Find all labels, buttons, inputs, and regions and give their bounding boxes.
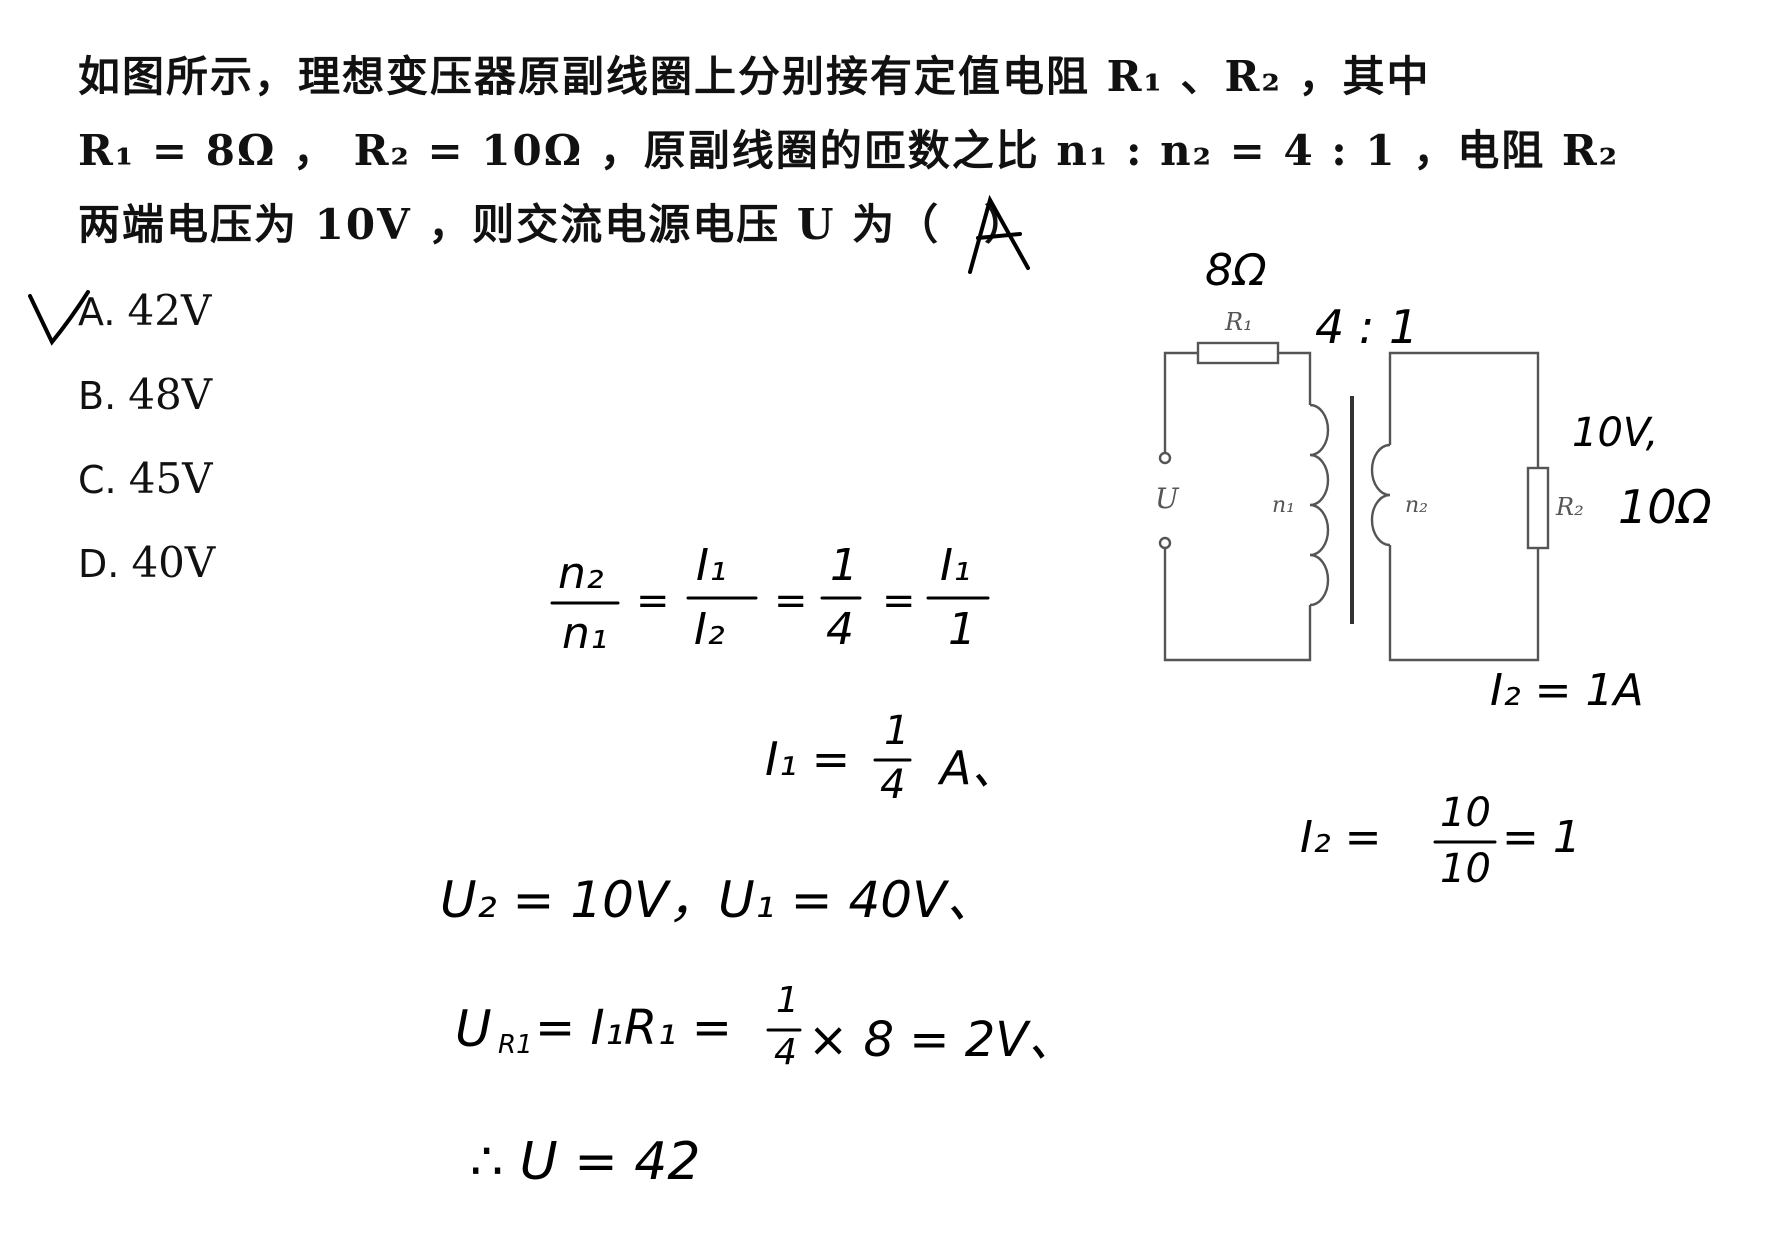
n2-label: n₂: [1405, 493, 1428, 518]
hw-eq: =: [774, 578, 808, 624]
question-line-2: R₁ = 8Ω ， R₂ = 10Ω ，原副线圈的匝数之比 n₁ : n₂ = …: [78, 126, 1620, 175]
hw-I1: I₁: [696, 540, 727, 591]
option-value: 42V: [127, 286, 212, 335]
r1-label: R₁: [1224, 308, 1253, 336]
hw-n2: n₂: [558, 548, 604, 599]
option-d[interactable]: D. 40V: [78, 538, 216, 587]
hw-eq: =: [882, 578, 916, 624]
option-letter: D: [78, 542, 108, 586]
resistor-r2: [1526, 466, 1550, 550]
hw-ur1-tail: × 8 = 2V、: [808, 1012, 1077, 1068]
hw-ur1-mid: = I₁R₁ =: [535, 1000, 732, 1056]
hw-i1-line: I₁ =: [765, 732, 851, 786]
option-letter: B: [78, 374, 105, 418]
question-line-3: 两端电压为 10V ，则交流电源电压 U 为（ ）: [78, 200, 1029, 249]
r2-label: R₂: [1555, 493, 1584, 521]
primary-coil: [1309, 403, 1330, 607]
hw-r2-value: 10Ω: [1618, 480, 1712, 534]
hw-current-i2: I₂ = 1A: [1490, 665, 1644, 716]
hw-i2-result: = 1: [1502, 812, 1581, 863]
hw-ratio: 4 : 1: [1315, 300, 1419, 354]
hw-r1-value: 8Ω: [1205, 245, 1267, 296]
terminal-bottom: [1158, 536, 1172, 550]
hw-eq: =: [636, 578, 670, 624]
hw-r2-voltage: 10V,: [1572, 410, 1659, 456]
resistor-r1: [1196, 341, 1280, 365]
option-value: 45V: [128, 454, 213, 503]
option-letter: C: [78, 458, 105, 502]
hw-ur1-num: 1: [776, 980, 799, 1021]
secondary-coil: [1370, 443, 1391, 547]
option-b[interactable]: B. 48V: [78, 370, 213, 419]
hw-ur1-u: U: [455, 1000, 492, 1058]
hw-i1-num: 1: [884, 708, 910, 754]
hw-i1-unit: A、: [940, 741, 1018, 795]
answer-letter-a-stroke: [968, 194, 1030, 274]
hw-n1: n₁: [562, 608, 608, 659]
terminal-top: [1158, 451, 1172, 465]
hw-i2-den: 10: [1440, 846, 1491, 892]
hw-I2: I₂: [694, 604, 725, 655]
hw-ur1-den: 4: [774, 1032, 797, 1073]
fraction-bars: [550, 596, 1497, 1032]
option-value: 48V: [128, 370, 213, 419]
question-line-1: 如图所示，理想变压器原副线圈上分别接有定值电阻 R₁ 、R₂ ，其中: [78, 52, 1431, 101]
hw-one: 1: [830, 540, 858, 591]
u-label: U: [1155, 482, 1180, 515]
circuit-wires: [1158, 341, 1550, 662]
option-a[interactable]: A. 42V: [78, 286, 212, 335]
hw-i2-num: 10: [1440, 790, 1491, 836]
hw-oneb: 1: [948, 604, 976, 655]
hw-ur1-sub: R1: [498, 1030, 533, 1060]
checkmark-icon: [28, 290, 90, 346]
option-value: 40V: [131, 538, 216, 587]
hw-i2-calc: I₂ =: [1300, 812, 1382, 863]
hw-I1b: I₁: [940, 540, 971, 591]
hw-final: ∴ U = 42: [470, 1132, 701, 1192]
option-c[interactable]: C. 45V: [78, 454, 213, 503]
question-text: 如图所示，理想变压器原副线圈上分别接有定值电阻 R₁ 、R₂ ，其中 R₁ = …: [78, 40, 1638, 262]
n1-label: n₁: [1272, 493, 1295, 518]
hw-four: 4: [826, 604, 854, 655]
hw-i1-den: 4: [880, 762, 906, 808]
hw-u-line: U₂ = 10V，U₁ = 40V、: [440, 871, 997, 929]
